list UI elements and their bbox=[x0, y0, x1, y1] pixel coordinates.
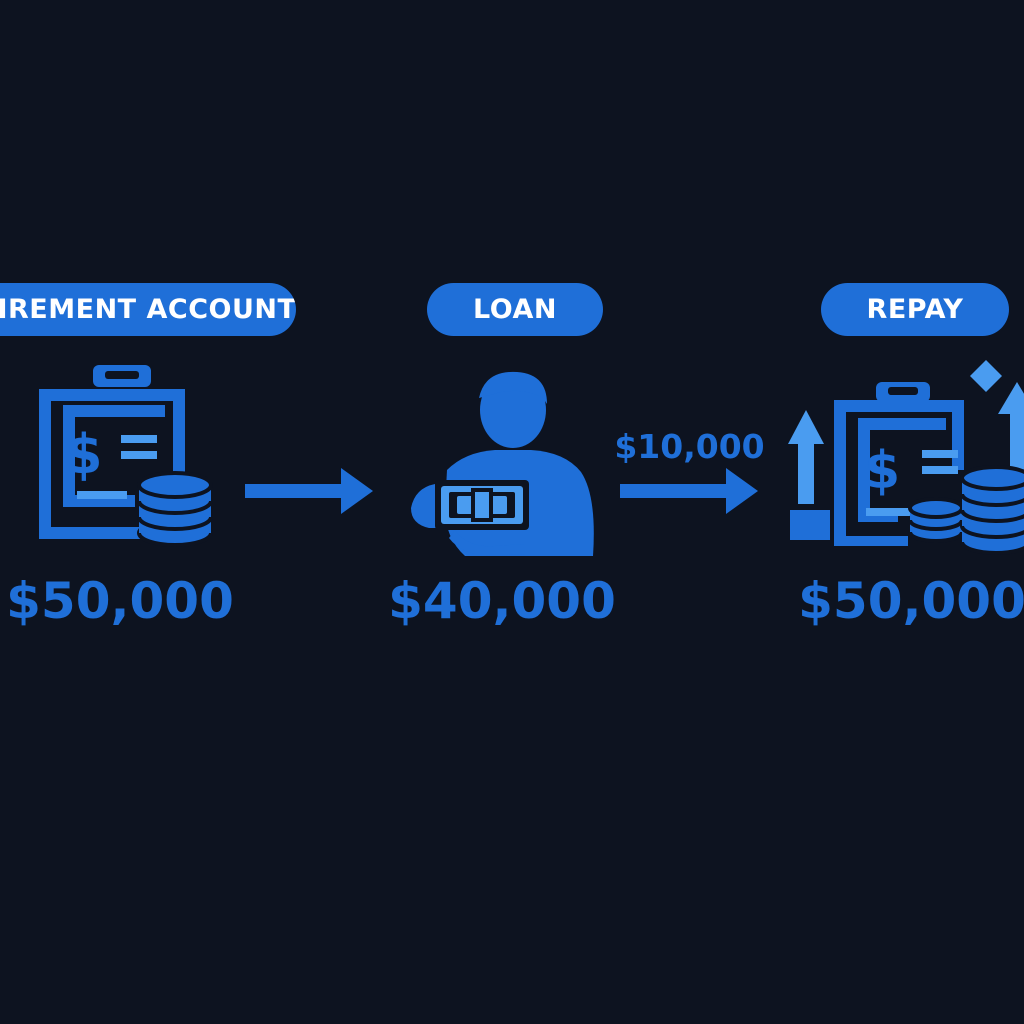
step-label-text: REPAY bbox=[866, 294, 964, 325]
svg-text:$: $ bbox=[65, 423, 103, 486]
step-label-retirement-account: ETIREMENT ACCOUNT bbox=[0, 283, 296, 336]
step-label-text: ETIREMENT ACCOUNT bbox=[0, 294, 296, 325]
step-amount-repay: $50,000 bbox=[798, 572, 1024, 630]
step-amount-retirement-account: $50,000 bbox=[6, 572, 234, 630]
clipboard-dollar-coins-icon: $ bbox=[39, 365, 213, 547]
flow-arrow-2 bbox=[620, 468, 758, 514]
step-label-repay: REPAY bbox=[821, 283, 1009, 336]
svg-text:$: $ bbox=[864, 441, 900, 501]
person-holding-cash-icon bbox=[411, 371, 594, 556]
transfer-amount-label: $10,000 bbox=[614, 427, 765, 466]
clipboard-dollar-coins-growth-icon: $ bbox=[788, 360, 1024, 555]
flow-arrow-1 bbox=[245, 468, 373, 514]
step-amount-loan: $40,000 bbox=[388, 572, 616, 630]
step-label-text: LOAN bbox=[473, 294, 557, 325]
step-label-loan: LOAN bbox=[427, 283, 603, 336]
